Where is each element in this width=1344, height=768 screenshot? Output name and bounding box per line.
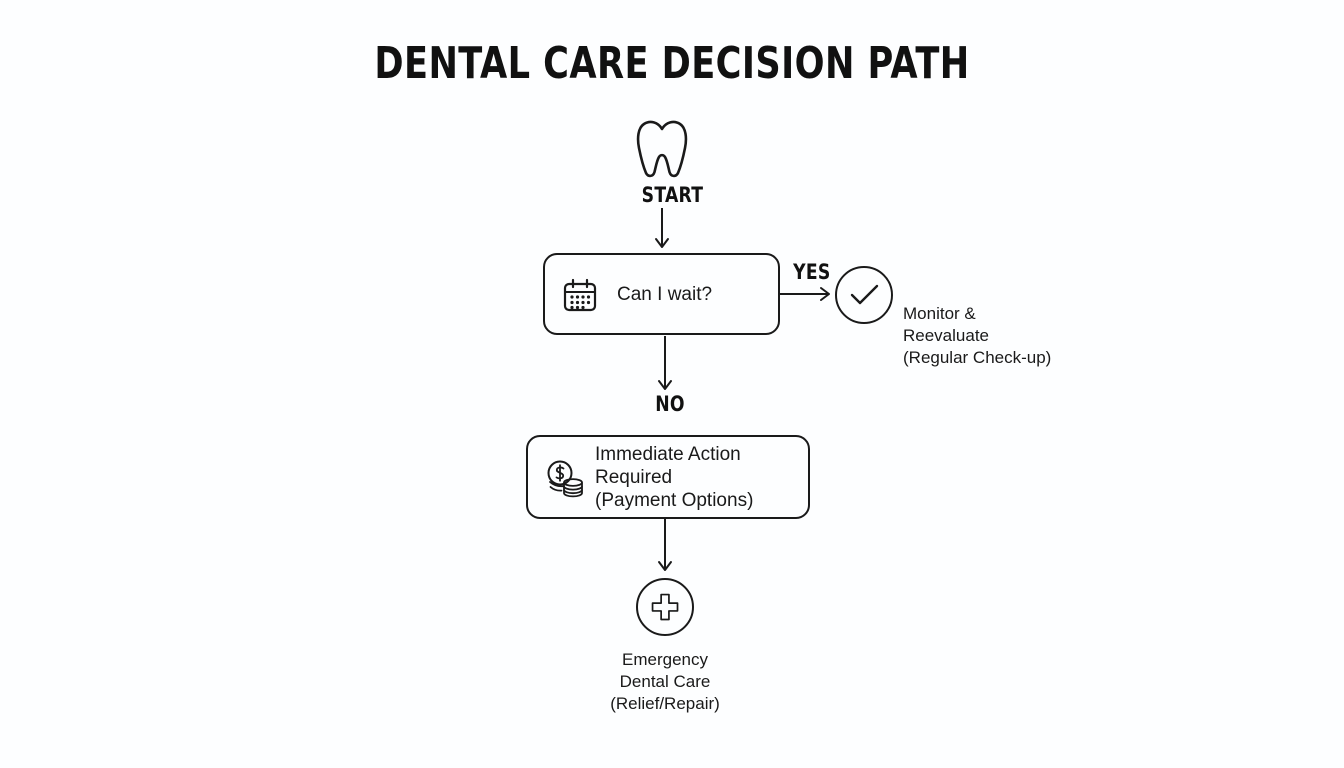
decision-question-text: Can I wait? — [617, 283, 713, 305]
monitor-outcome-text: Monitor & Reevaluate (Regular Check-up) — [903, 304, 1052, 367]
plus-circle-icon — [635, 577, 695, 637]
calendar-icon — [561, 277, 599, 315]
emergency-outcome-text: Emergency Dental Care (Relief/Repair) — [610, 650, 720, 713]
immediate-action-text: Immediate Action Required (Payment Optio… — [595, 443, 754, 511]
tooth-icon — [634, 118, 690, 180]
arrow-yes-branch — [780, 280, 832, 308]
arrow-no-branch — [651, 336, 679, 392]
page-title: DENTAL CARE DECISION PATH — [374, 38, 970, 89]
arrow-start-to-decision — [648, 208, 676, 250]
arrow-action-to-emergency — [651, 519, 679, 573]
no-branch-label: NO — [655, 392, 685, 416]
yes-branch-label: YES — [793, 260, 831, 284]
immediate-action-box[interactable]: Immediate Action Required (Payment Optio… — [526, 435, 810, 519]
check-circle-icon — [834, 265, 894, 325]
money-stack-icon — [544, 459, 586, 501]
start-label: START — [641, 183, 704, 207]
decision-box-can-i-wait[interactable]: Can I wait? — [543, 253, 780, 335]
